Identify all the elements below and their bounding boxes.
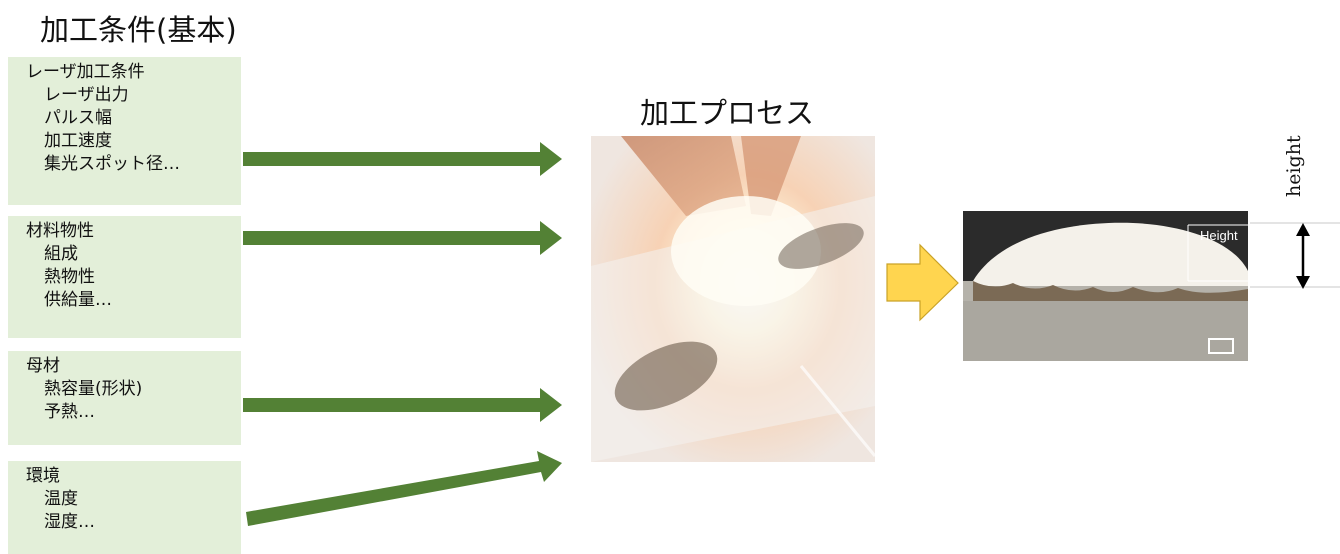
input-arrow-material: [243, 221, 562, 255]
box-item: 湿度…: [44, 512, 95, 532]
box-item: 供給量…: [44, 290, 112, 310]
process-title: 加工プロセス: [640, 96, 815, 130]
box-item: レーザ出力: [44, 85, 129, 105]
box-item: 加工速度: [44, 131, 112, 151]
material-properties-box: 材料物性 組成 熱物性 供給量…: [8, 216, 241, 338]
box-heading: 母材: [26, 356, 60, 376]
box-item: 組成: [44, 244, 78, 264]
base-material-box: 母材 熱容量(形状) 予熱…: [8, 351, 241, 445]
page-title: 加工条件(基本): [40, 13, 237, 47]
laser-conditions-box: レーザ加工条件 レーザ出力 パルス幅 加工速度 集光スポット径…: [8, 57, 241, 205]
input-arrow-environment: [246, 451, 562, 526]
height-dimension-arrow: [1296, 223, 1310, 289]
environment-box: 環境 温度 湿度…: [8, 461, 241, 554]
box-item: 熱容量(形状): [44, 379, 143, 399]
output-arrow: [886, 243, 959, 322]
height-guide-lines: [1250, 222, 1340, 288]
box-item: 集光スポット径…: [44, 154, 180, 174]
laser-process-photo: [591, 136, 875, 462]
input-arrow-base: [243, 388, 562, 422]
box-item: パルス幅: [44, 108, 112, 128]
input-arrow-laser: [243, 142, 562, 176]
box-heading: 環境: [26, 466, 60, 486]
height-photo-tag: Height: [1200, 228, 1238, 243]
box-item: 予熱…: [44, 402, 95, 422]
box-heading: 材料物性: [26, 221, 94, 241]
box-heading: レーザ加工条件: [26, 62, 145, 82]
box-item: 温度: [44, 489, 78, 509]
bead-cross-section-photo: [963, 211, 1248, 361]
box-item: 熱物性: [44, 267, 95, 287]
